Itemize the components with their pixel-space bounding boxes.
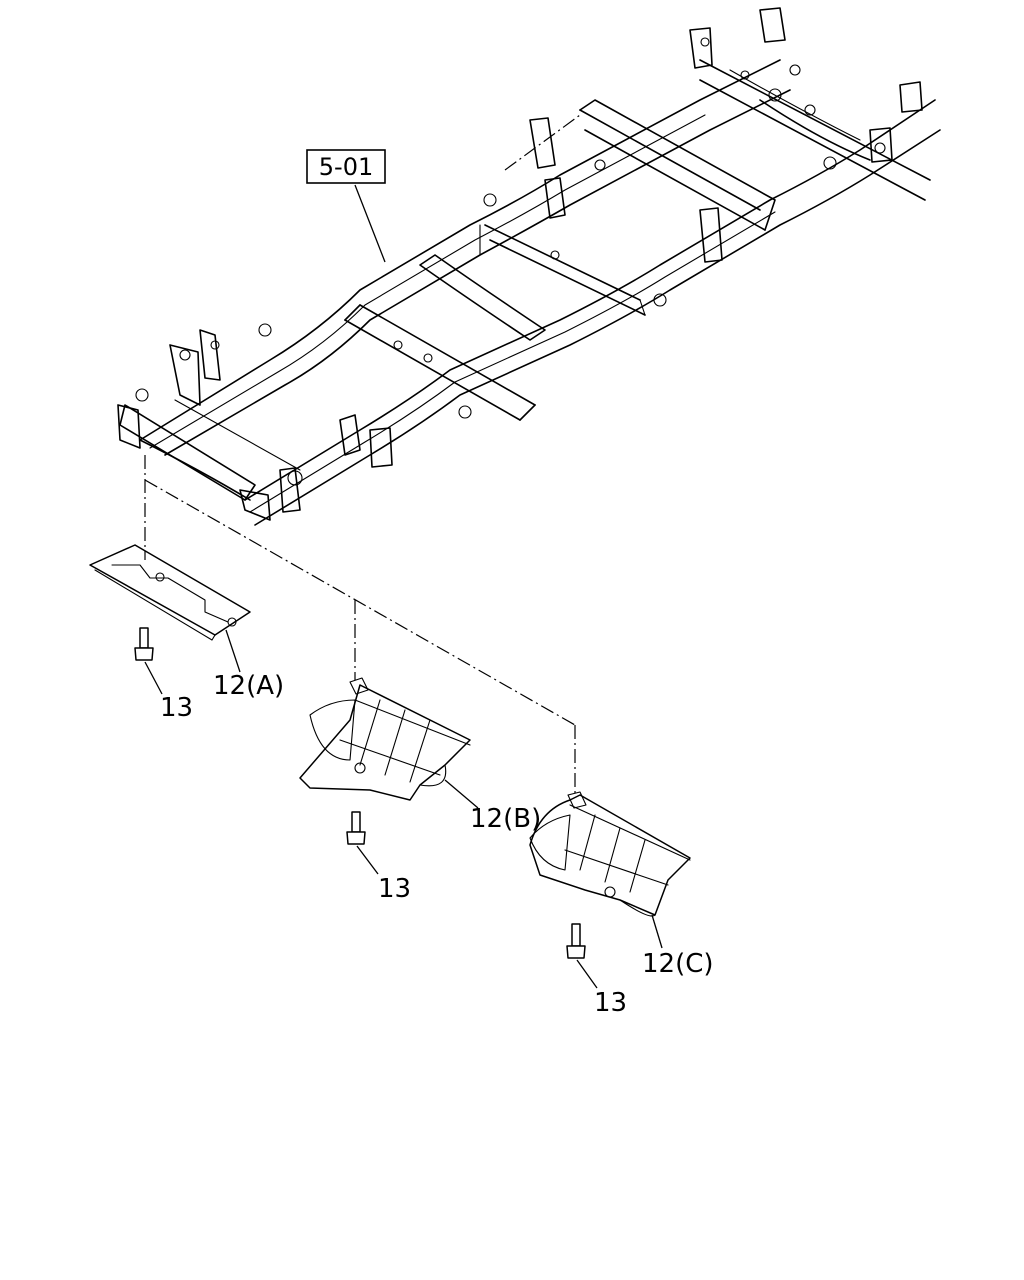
bolt-label-b: 13 bbox=[378, 874, 411, 904]
part-label-12a: 12(A) bbox=[213, 671, 284, 701]
alignment-lines bbox=[144, 114, 581, 795]
skid-plate-a bbox=[89, 544, 251, 641]
bolt-label-c: 13 bbox=[594, 988, 627, 1018]
bolt-b bbox=[346, 811, 366, 845]
part-label-12c: 12(C) bbox=[642, 949, 714, 979]
frame-reference-label: 5-01 bbox=[319, 153, 373, 181]
frame-reference-box: 5-01 bbox=[306, 149, 386, 184]
skid-plate-c bbox=[529, 791, 691, 917]
part-label-12b: 12(B) bbox=[470, 804, 541, 834]
bolt-c bbox=[566, 923, 586, 959]
leader-lines bbox=[144, 184, 663, 989]
bolt-label-a: 13 bbox=[160, 693, 193, 723]
skid-plate-b bbox=[299, 677, 471, 801]
chassis-frame bbox=[117, 7, 941, 526]
bolt-a bbox=[134, 627, 154, 661]
